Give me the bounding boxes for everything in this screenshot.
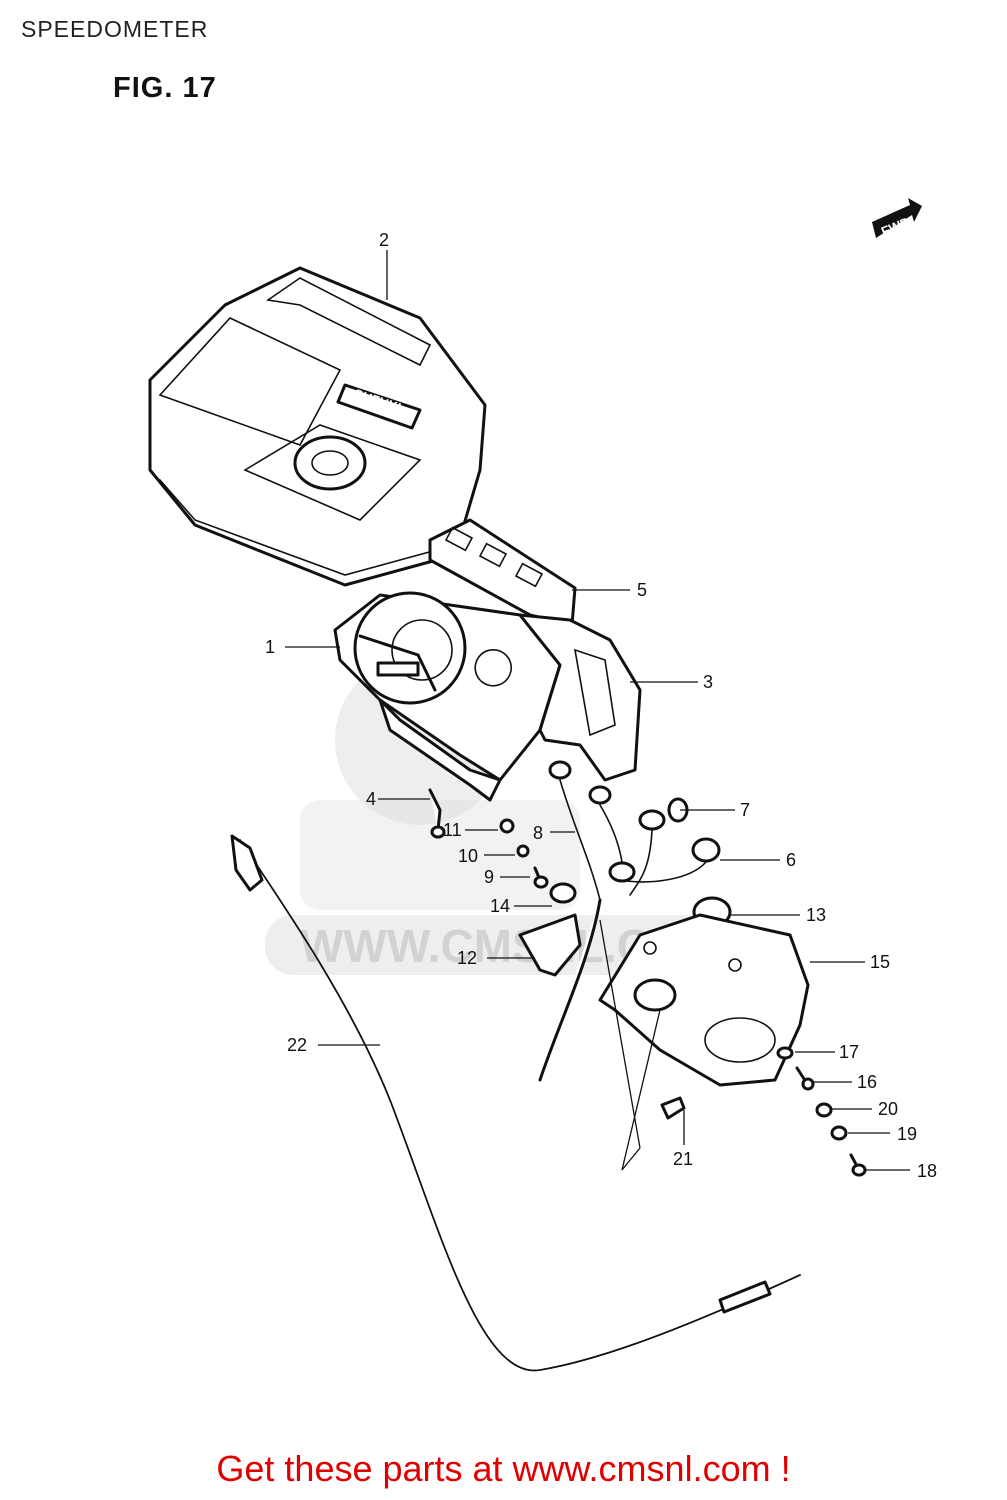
part-22-speedometer-cable — [230, 834, 801, 1372]
callout-8: 8 — [533, 823, 543, 843]
figure-label: FIG. 17 — [113, 72, 217, 104]
callout-17: 17 — [839, 1042, 859, 1062]
part-1-speedometer-assembly — [333, 591, 562, 802]
part-3-housing — [518, 613, 642, 782]
callout-14: 14 — [490, 896, 510, 916]
callout-labels: 2 1 5 3 4 7 6 8 11 10 9 14 13 12 15 17 1… — [265, 230, 937, 1181]
bulb-sockets-harness — [538, 760, 732, 1082]
callout-16: 16 — [857, 1072, 877, 1092]
callout-20: 20 — [878, 1099, 898, 1119]
callout-18: 18 — [917, 1161, 937, 1181]
part-12-bracket — [518, 913, 582, 977]
callout-4: 4 — [366, 789, 376, 809]
callout-1: 1 — [265, 637, 275, 657]
part-2-meter-cover: SUZUKI — [148, 266, 487, 587]
callout-2: 2 — [379, 230, 389, 250]
callout-7: 7 — [740, 800, 750, 820]
callout-11: 11 — [443, 820, 462, 840]
leader-lines — [285, 250, 910, 1171]
callout-3: 3 — [703, 672, 713, 692]
callout-21: 21 — [673, 1149, 693, 1169]
small-hardware — [428, 788, 867, 1177]
fwd-arrow-icon: FWD — [872, 198, 922, 239]
callout-10: 10 — [458, 846, 478, 866]
callout-19: 19 — [897, 1124, 917, 1144]
callout-9: 9 — [484, 867, 494, 887]
callout-22: 22 — [287, 1035, 307, 1055]
callout-6: 6 — [786, 850, 796, 870]
footer-link[interactable]: Get these parts at www.cmsnl.com ! — [216, 1448, 791, 1489]
callout-15: 15 — [870, 952, 890, 972]
page-title: SPEEDOMETER — [21, 16, 209, 42]
callout-13: 13 — [806, 905, 826, 925]
callout-5: 5 — [637, 580, 647, 600]
callout-12: 12 — [457, 948, 477, 968]
